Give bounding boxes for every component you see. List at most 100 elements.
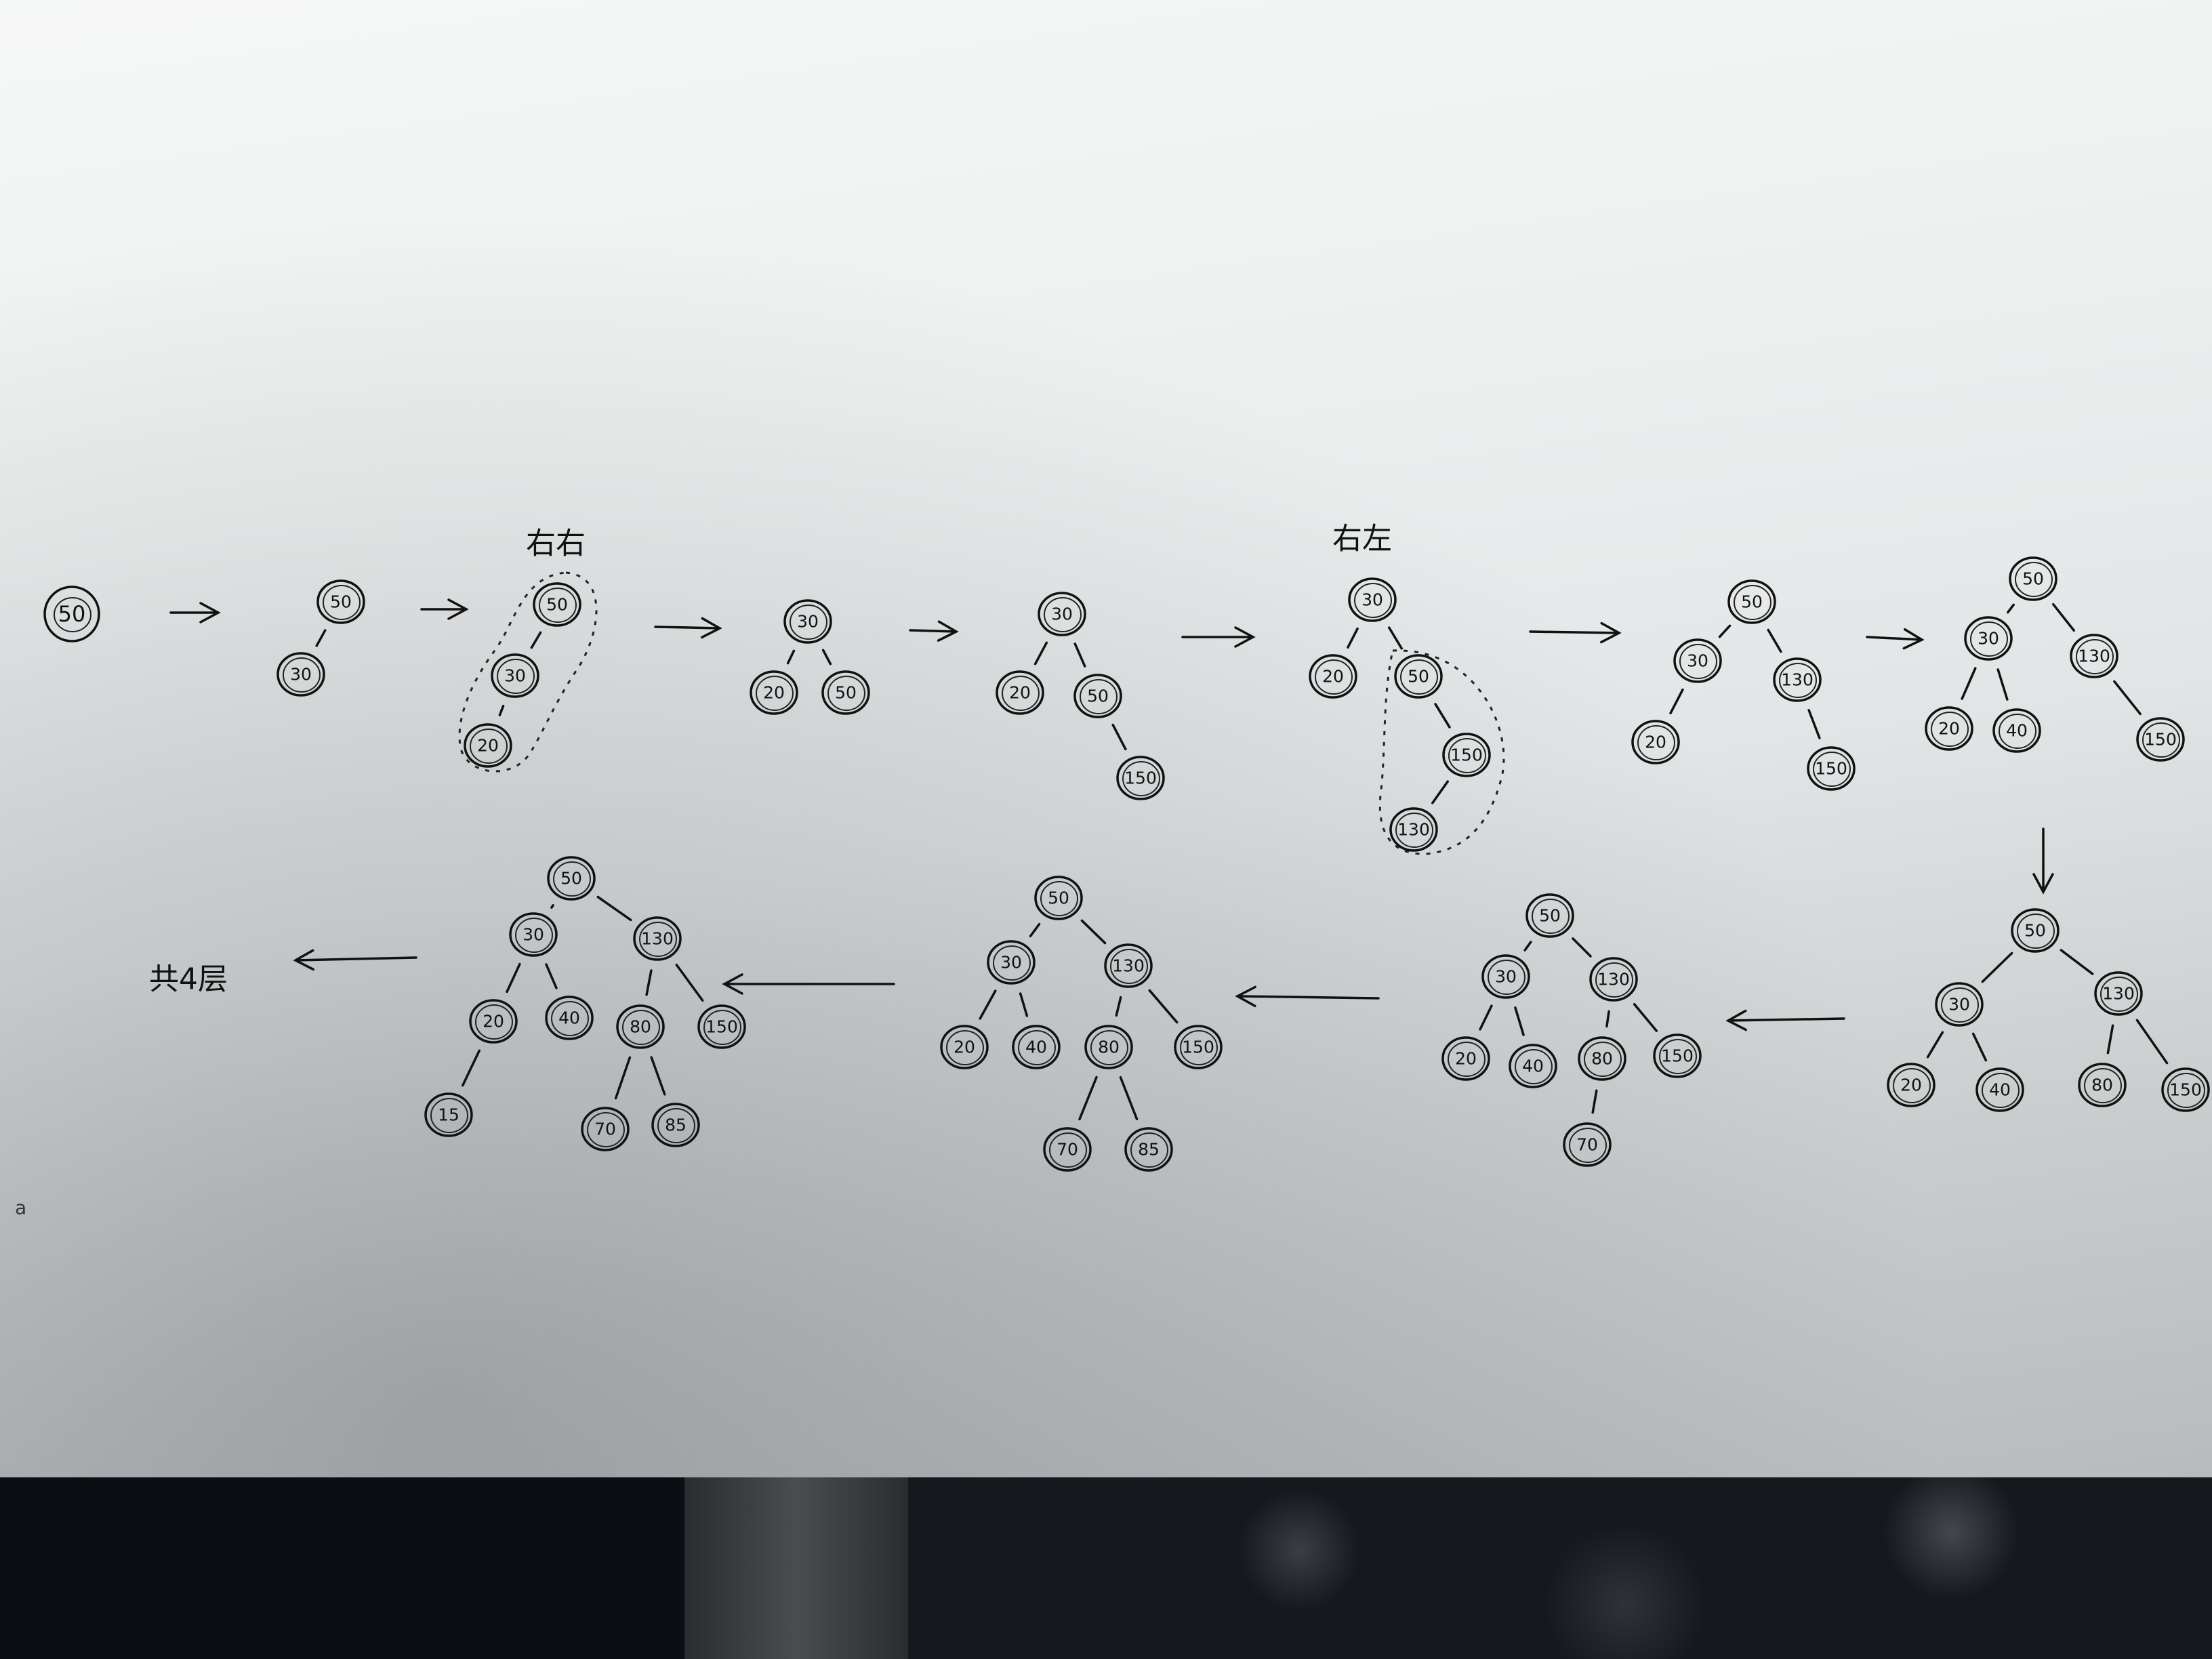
- node-label: 40: [1989, 1080, 2011, 1100]
- node-label: 15: [438, 1105, 459, 1125]
- tree-node: 80: [1084, 1025, 1133, 1069]
- node-circle: [1084, 1025, 1133, 1069]
- node-label: 50: [1408, 667, 1429, 687]
- tree-edge: [1434, 703, 1451, 729]
- tree-edge: [2106, 1024, 2114, 1054]
- node-inner-circle: [946, 1030, 984, 1065]
- node-inner-circle: [1931, 712, 1969, 747]
- node-circle: [1038, 592, 1086, 636]
- node-circle: [1887, 1063, 1936, 1107]
- step-arrow: [293, 949, 417, 971]
- tree-node: 130: [2070, 634, 2118, 678]
- table-light-strip: [684, 1477, 908, 1659]
- tree-node: 20: [750, 670, 798, 715]
- node-label: 150: [2144, 730, 2177, 750]
- tree-node: 50: [1034, 876, 1083, 920]
- node-label: 20: [763, 683, 785, 703]
- node-inner-circle: [1315, 659, 1353, 695]
- tree-edge: [315, 629, 327, 647]
- node-circle: [2078, 1063, 2127, 1107]
- node-circle: [2009, 556, 2057, 601]
- node-label: 150: [705, 1017, 738, 1037]
- node-label: 50: [835, 683, 857, 703]
- node-inner-circle: [2100, 977, 2138, 1012]
- tree-node: 80: [2078, 1063, 2127, 1107]
- node-label: 20: [477, 736, 499, 756]
- step-arrow: [1725, 1009, 1845, 1031]
- node-inner-circle: [470, 729, 508, 764]
- node-circle: [940, 1025, 989, 1069]
- node-circle: [1124, 1127, 1173, 1172]
- step-arrow: [169, 602, 221, 623]
- node-label: 80: [2091, 1076, 2113, 1095]
- node-inner-circle: [1090, 1030, 1128, 1065]
- node-inner-circle: [827, 676, 865, 711]
- node-inner-circle: [1395, 813, 1433, 848]
- node-label: 50: [2022, 569, 2044, 589]
- node-circle: [1034, 876, 1083, 920]
- node-label: 30: [797, 612, 819, 632]
- node-inner-circle: [551, 1001, 589, 1036]
- tree-node: 30: [783, 599, 832, 644]
- node-inner-circle: [2076, 639, 2114, 674]
- tree-edge: [650, 1056, 666, 1096]
- node-inner-circle: [1018, 1030, 1056, 1065]
- node-circle: [1442, 733, 1491, 777]
- node-circle: [1509, 1044, 1557, 1088]
- node-label: 50: [560, 869, 582, 888]
- node-inner-circle: [1982, 1073, 2020, 1108]
- node-label: 20: [483, 1012, 504, 1031]
- tree-edge: [461, 1049, 481, 1087]
- tree-node: 130: [1104, 943, 1153, 988]
- node-label: 20: [1322, 667, 1344, 687]
- rotation-caption-rr: 右右: [526, 527, 586, 561]
- node-circle: [1673, 638, 1722, 683]
- node-circle: [469, 999, 518, 1044]
- tree-edge: [550, 904, 554, 909]
- node-label: 50: [1048, 888, 1069, 908]
- node-inner-circle: [539, 588, 577, 623]
- node-circle: [1578, 1036, 1626, 1081]
- node-label: 50: [330, 592, 352, 612]
- tree-edge: [1767, 628, 1782, 653]
- tree-edge: [1119, 1076, 1139, 1121]
- tree-edge: [1019, 992, 1029, 1017]
- node-circle: [2070, 634, 2118, 678]
- tree-edge: [1718, 624, 1732, 638]
- tree-node: 150: [1174, 1025, 1223, 1069]
- tree-node: 70: [1563, 1122, 1612, 1167]
- node-circle: [1389, 807, 1438, 852]
- step-arrow: [722, 973, 895, 995]
- node-label: 20: [1938, 719, 1960, 739]
- tree-node: 20: [996, 670, 1044, 715]
- tree-edge: [786, 649, 796, 665]
- node-circle: [1925, 706, 1973, 751]
- node-label: 30: [1361, 590, 1383, 610]
- node-circle: [633, 916, 682, 961]
- tree-edge: [1347, 627, 1359, 649]
- node-label: 20: [1455, 1049, 1477, 1069]
- tree-edge: [1387, 626, 1404, 650]
- node-label: 30: [1978, 629, 1999, 649]
- node-label: 150: [1661, 1046, 1694, 1066]
- tree-edge: [1996, 668, 2009, 701]
- margin-mark: a: [15, 1197, 26, 1219]
- paper-shading: [0, 0, 2212, 1477]
- tree-edge: [1572, 937, 1592, 958]
- node-circle: [1935, 982, 1984, 1027]
- node-circle: [1441, 1036, 1490, 1081]
- node-label: 80: [1098, 1038, 1120, 1057]
- node-inner-circle: [1569, 1128, 1607, 1163]
- step-arrow: [1866, 628, 1925, 650]
- node-label: 130: [1112, 956, 1145, 976]
- node-inner-circle: [1044, 597, 1082, 632]
- node-circle: [1975, 1067, 2024, 1112]
- node-inner-circle: [553, 861, 591, 897]
- tree-edge: [545, 963, 558, 989]
- tree-node: 150: [1807, 746, 1856, 791]
- tree-edge: [1080, 919, 1107, 945]
